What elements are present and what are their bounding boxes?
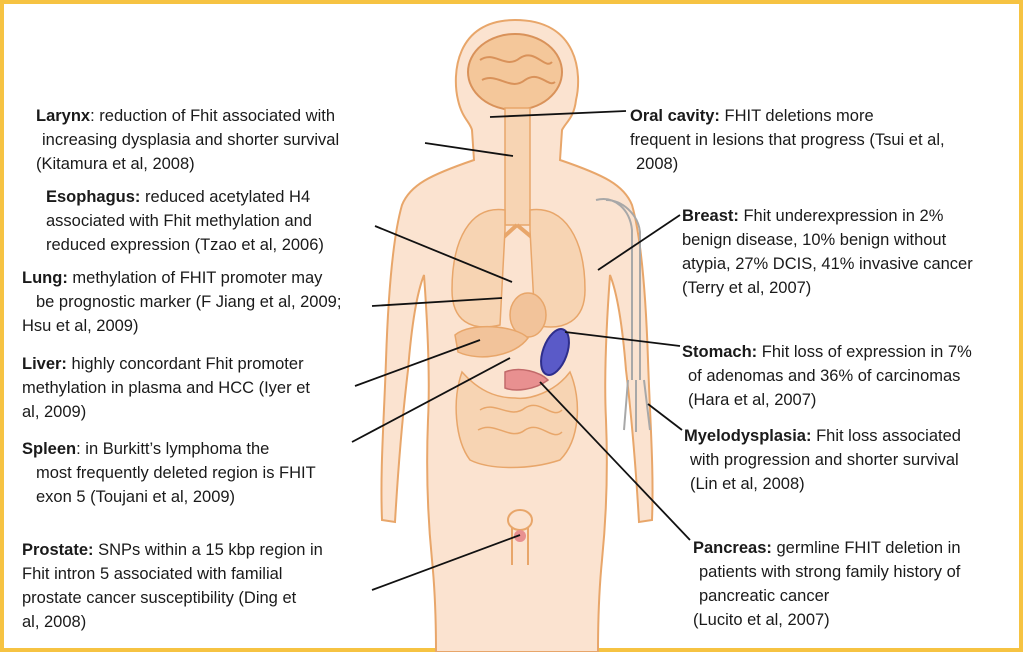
annotation-text-line: reduced acetylated H4	[145, 188, 310, 206]
annotation-text-line: al, 2008)	[22, 610, 323, 634]
annotation-myelodysplasia: Myelodysplasia: Fhit loss associated wit…	[684, 424, 961, 496]
annotation-liver: Liver: highly concordant Fhit promoter m…	[22, 352, 310, 424]
brain	[468, 34, 562, 110]
annotation-text-line: (Lucito et al, 2007)	[693, 608, 961, 632]
annotation-larynx: Larynx: reduction of Fhit associated wit…	[36, 104, 339, 176]
annotation-pancreas: Pancreas: germline FHIT deletion in pati…	[693, 536, 961, 632]
organ-label: Larynx	[36, 107, 90, 125]
myelodysplasia-line	[648, 404, 682, 430]
annotation-text-line: atypia, 27% DCIS, 41% invasive cancer	[682, 252, 973, 276]
annotation-text-line: Hsu et al, 2009)	[22, 314, 341, 338]
annotation-spleen: Spleen: in Burkitt’s lymphoma the most f…	[22, 437, 316, 509]
annotation-text-line: frequent in lesions that progress (Tsui …	[630, 128, 945, 152]
annotation-text-line: in Burkitt’s lymphoma the	[85, 440, 269, 458]
organ-label: Oral cavity:	[630, 107, 720, 125]
annotation-text-line: Fhit loss associated	[816, 427, 961, 445]
annotation-text-line: patients with strong family history of	[693, 560, 961, 584]
annotation-text-line: Fhit intron 5 associated with familial	[22, 562, 323, 586]
annotation-breast: Breast: Fhit underexpression in 2% benig…	[682, 204, 973, 300]
annotation-text-line: most frequently deleted region is FHIT	[22, 461, 316, 485]
annotation-text-line: increasing dysplasia and shorter surviva…	[36, 128, 339, 152]
organ-label: Pancreas:	[693, 539, 772, 557]
annotation-stomach: Stomach: Fhit loss of expression in 7% o…	[682, 340, 972, 412]
annotation-text-line: of adenomas and 36% of carcinomas	[682, 364, 972, 388]
annotation-text-line: exon 5 (Toujani et al, 2009)	[22, 485, 316, 509]
annotation-text-line: prostate cancer susceptibility (Ding et	[22, 586, 323, 610]
annotation-lung: Lung: methylation of FHIT promoter may b…	[22, 266, 341, 338]
annotation-text-line: SNPs within a 15 kbp region in	[98, 541, 323, 559]
organ-label: Prostate:	[22, 541, 94, 559]
organ-label: Liver:	[22, 355, 67, 373]
organ-label: Myelodysplasia:	[684, 427, 811, 445]
annotation-text-line: be prognostic marker (F Jiang et al, 200…	[22, 290, 341, 314]
annotation-text-line: 2008)	[630, 152, 945, 176]
annotation-text-line: benign disease, 10% benign without	[682, 228, 973, 252]
annotation-text-line: associated with Fhit methylation and	[46, 209, 324, 233]
annotation-text-line: germline FHIT deletion in	[776, 539, 960, 557]
annotation-text-line: al, 2009)	[22, 400, 310, 424]
annotation-text-line: reduced expression (Tzao et al, 2006)	[46, 233, 324, 257]
annotation-text-line: pancreatic cancer	[693, 584, 961, 608]
annotation-text-line: (Terry et al, 2007)	[682, 276, 973, 300]
annotation-text-line: with progression and shorter survival	[684, 448, 961, 472]
organ-label: Spleen	[22, 440, 76, 458]
annotation-oral-cavity: Oral cavity: FHIT deletions more frequen…	[630, 104, 945, 176]
organ-label: Lung:	[22, 269, 68, 287]
annotation-prostate: Prostate: SNPs within a 15 kbp region in…	[22, 538, 323, 634]
organ-label: Esophagus:	[46, 188, 140, 206]
organ-label: Stomach:	[682, 343, 757, 361]
annotation-text-line: (Hara et al, 2007)	[682, 388, 972, 412]
annotation-text-line: methylation of FHIT promoter may	[72, 269, 322, 287]
annotation-text-line: methylation in plasma and HCC (Iyer et	[22, 376, 310, 400]
annotation-text-line: (Lin et al, 2008)	[684, 472, 961, 496]
organ-label: Breast:	[682, 207, 739, 225]
annotation-text-line: FHIT deletions more	[724, 107, 873, 125]
annotation-text-line: Fhit underexpression in 2%	[743, 207, 943, 225]
annotation-text-line: Fhit loss of expression in 7%	[757, 343, 972, 361]
annotation-text-line: highly concordant Fhit promoter	[72, 355, 304, 373]
annotation-text-line: reduction of Fhit associated with	[99, 107, 335, 125]
annotation-esophagus: Esophagus: reduced acetylated H4 associa…	[46, 185, 324, 257]
annotation-text-line: (Kitamura et al, 2008)	[36, 152, 339, 176]
